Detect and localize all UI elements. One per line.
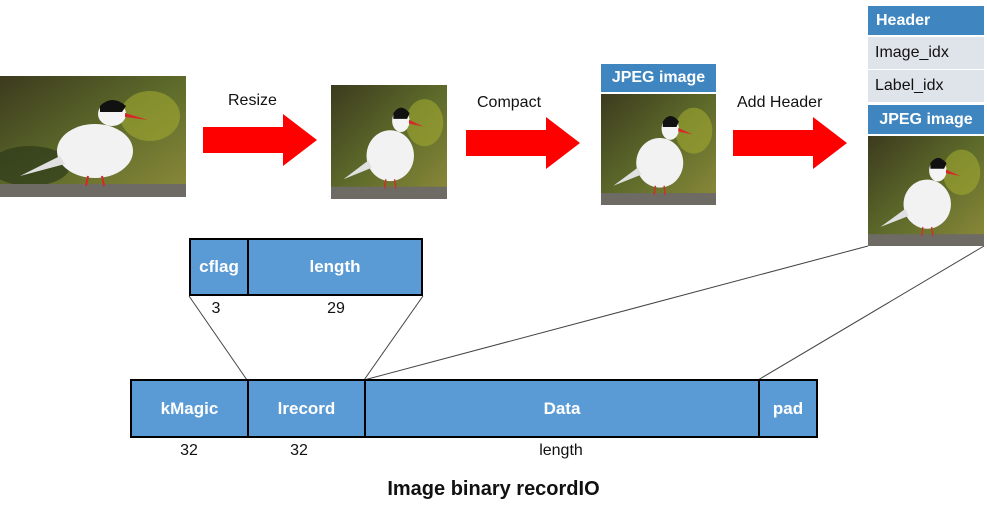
cflag-bits: 3 [211, 300, 221, 317]
resize-arrow [203, 114, 317, 166]
data-link-line-right [757, 245, 985, 381]
zoom-line-left [188, 295, 248, 381]
record-box: kMagic lrecord Data pad [130, 379, 818, 438]
header-label: Header [868, 6, 984, 35]
original-image [0, 76, 186, 197]
kmagic-field: kMagic [132, 381, 249, 436]
resize-label: Resize [228, 92, 277, 109]
image-idx-label: Image_idx [868, 37, 984, 69]
data-link-line-left [363, 245, 869, 381]
header-jpeg-label: JPEG image [868, 105, 984, 134]
final-image [868, 136, 984, 246]
kmagic-bits: 32 [180, 442, 198, 459]
label-idx-label: Label_idx [868, 70, 984, 102]
compacted-image [601, 94, 716, 205]
lrecord-detail-box: cflag length [189, 238, 423, 296]
jpeg-image-label: JPEG image [601, 64, 716, 92]
add-header-arrow [733, 117, 847, 169]
data-bits: length [539, 442, 583, 459]
data-field: Data [366, 381, 760, 436]
length-field: length [249, 240, 421, 294]
add-header-label: Add Header [737, 94, 823, 111]
diagram-caption: Image binary recordIO [387, 478, 600, 500]
pad-field: pad [760, 381, 816, 436]
lrecord-field: lrecord [249, 381, 366, 436]
compact-arrow [466, 117, 580, 169]
resized-image [331, 85, 447, 199]
compact-label: Compact [477, 94, 542, 111]
zoom-line-right [363, 295, 424, 381]
lrecord-bits: 32 [290, 442, 308, 459]
length-bits: 29 [327, 300, 345, 317]
cflag-field: cflag [191, 240, 249, 294]
